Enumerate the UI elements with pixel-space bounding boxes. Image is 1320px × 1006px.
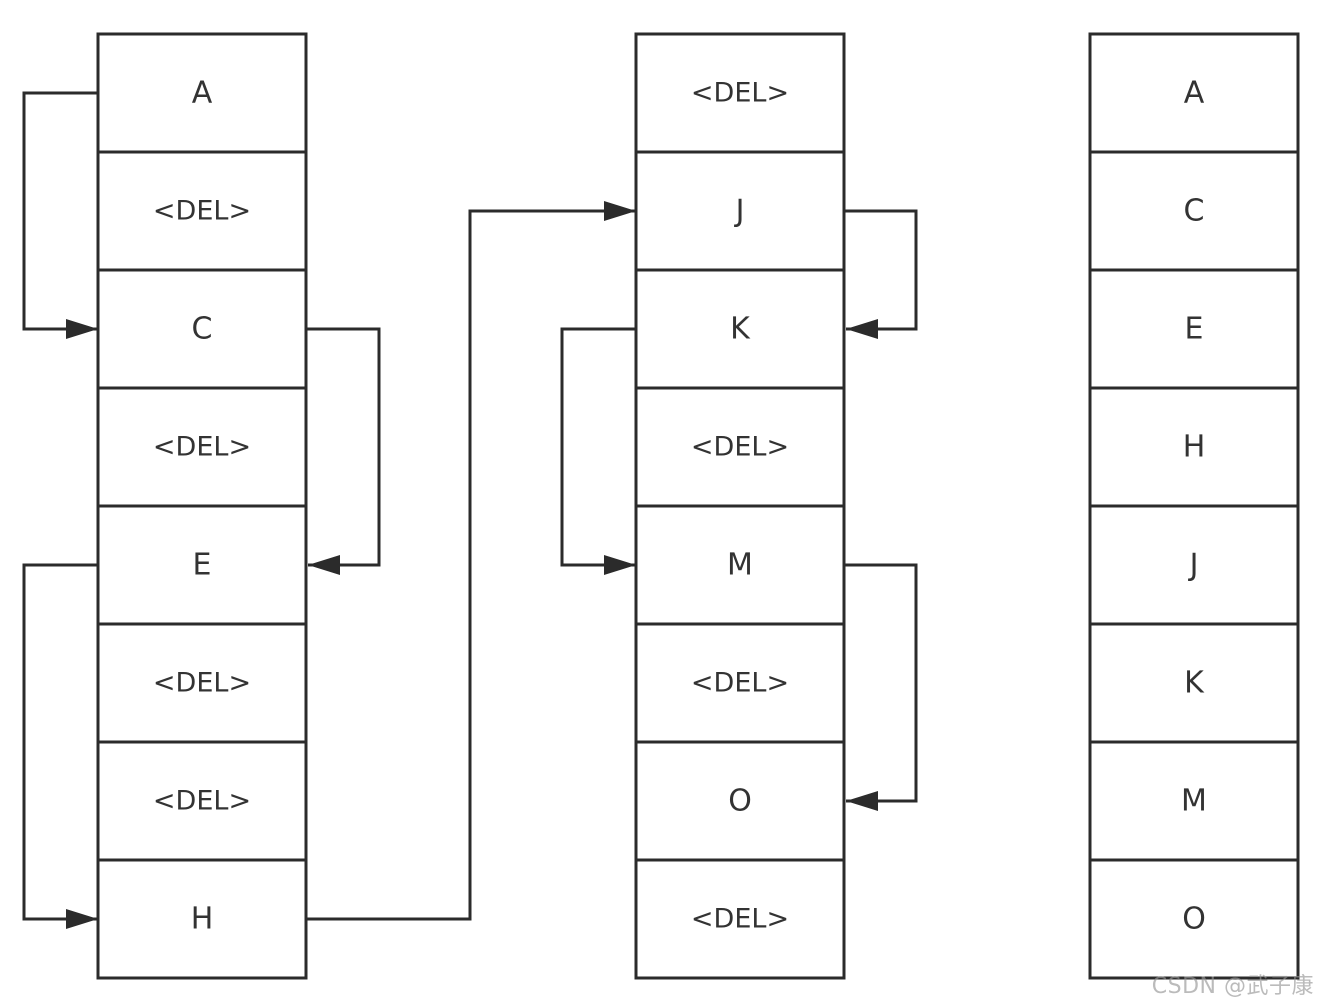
cell-box <box>1088 32 1300 154</box>
cell-label: <DEL> <box>153 196 251 227</box>
cell-j: J <box>634 150 846 272</box>
arrow-head <box>846 319 878 339</box>
cell-label: A <box>192 76 213 111</box>
cell-box <box>96 386 308 508</box>
cells-layer: A<DEL>C<DEL>E<DEL><DEL>H<DEL>JK<DEL>M<DE… <box>96 32 1300 980</box>
column-before-compaction: A <DEL> C <DEL> E <DEL> <DEL> H <box>96 32 308 980</box>
cell-a: A <box>96 32 308 154</box>
cell-label: C <box>1184 194 1205 229</box>
cell-o: O <box>634 740 846 862</box>
cell-k: K <box>634 268 846 390</box>
cell-box <box>1088 504 1300 626</box>
cell-label: <DEL> <box>691 904 789 935</box>
arrows-layer <box>22 91 918 929</box>
cell-c: C <box>1088 150 1300 272</box>
arrow-line <box>22 91 98 331</box>
arrow-line <box>306 209 636 921</box>
arrow-line <box>22 563 98 921</box>
arrow-k-to-m <box>560 327 636 575</box>
cell-label: J <box>734 194 745 229</box>
cell-c: C <box>96 268 308 390</box>
deleted-cell: <DEL> <box>96 622 308 744</box>
cell-label: A <box>1184 76 1205 111</box>
arrow-line <box>560 327 636 567</box>
cell-label: M <box>727 548 753 583</box>
cell-box <box>96 32 308 154</box>
arrow-head <box>846 791 878 811</box>
cell-e: E <box>96 504 308 626</box>
cell-label: K <box>1184 666 1205 701</box>
cell-label: O <box>1182 902 1206 937</box>
cell-box <box>634 150 846 272</box>
watermark-text: CSDN @武子康 <box>1151 974 1314 999</box>
deleted-cell: <DEL> <box>634 622 846 744</box>
cell-box <box>1088 386 1300 508</box>
cell-box <box>634 386 846 508</box>
cell-label: <DEL> <box>153 432 251 463</box>
arrow-c-to-e <box>306 327 381 575</box>
cell-label: M <box>1181 784 1207 819</box>
cell-k: K <box>1088 622 1300 744</box>
cell-box <box>634 622 846 744</box>
arrow-line <box>844 209 918 331</box>
cell-h: H <box>1088 386 1300 508</box>
cell-label: <DEL> <box>691 78 789 109</box>
arrow-head <box>604 201 636 221</box>
arrow-j-to-k <box>844 209 918 339</box>
cell-m: M <box>1088 740 1300 862</box>
deleted-cell: <DEL> <box>96 386 308 508</box>
cell-box <box>96 622 308 744</box>
cell-label: <DEL> <box>691 432 789 463</box>
cell-label: <DEL> <box>691 668 789 699</box>
cell-label: O <box>728 784 752 819</box>
cell-label: <DEL> <box>153 668 251 699</box>
arrow-head <box>308 555 340 575</box>
cell-a: A <box>1088 32 1300 154</box>
arrow-m-to-o <box>844 563 918 811</box>
cell-label: <DEL> <box>153 786 251 817</box>
deleted-cell: <DEL> <box>634 32 846 154</box>
cell-h: H <box>96 858 308 980</box>
cell-box <box>1088 268 1300 390</box>
deleted-cell: <DEL> <box>96 150 308 272</box>
cell-label: E <box>193 548 212 583</box>
column-before-compaction-continued: <DEL> J K <DEL> M <DEL> O <DEL> <box>634 32 846 980</box>
cell-label: H <box>1183 430 1206 465</box>
arrow-head <box>604 555 636 575</box>
arrow-h-to-j <box>306 201 636 921</box>
deleted-cell: <DEL> <box>634 858 846 980</box>
cell-box <box>1088 858 1300 980</box>
arrow-head <box>66 319 98 339</box>
column-after-compaction: A C E H J K M O <box>1088 32 1300 980</box>
cell-e: E <box>1088 268 1300 390</box>
arrow-line <box>844 563 918 803</box>
arrow-line <box>306 327 381 567</box>
cell-label: H <box>191 902 214 937</box>
cell-m: M <box>634 504 846 626</box>
cell-box <box>1088 150 1300 272</box>
cell-box <box>634 268 846 390</box>
arrow-e-to-h <box>22 563 98 929</box>
cell-j: J <box>1088 504 1300 626</box>
cell-label: J <box>1188 548 1199 583</box>
cell-label: C <box>192 312 213 347</box>
cell-box <box>634 858 846 980</box>
deleted-cell: <DEL> <box>96 740 308 862</box>
cell-label: K <box>730 312 751 347</box>
cell-box <box>1088 740 1300 862</box>
cell-box <box>96 268 308 390</box>
arrow-head <box>66 909 98 929</box>
cell-o: O <box>1088 858 1300 980</box>
cell-label: E <box>1185 312 1204 347</box>
arrow-a-to-c <box>22 91 98 339</box>
cell-box <box>96 150 308 272</box>
cell-box <box>1088 622 1300 744</box>
deleted-cell: <DEL> <box>634 386 846 508</box>
